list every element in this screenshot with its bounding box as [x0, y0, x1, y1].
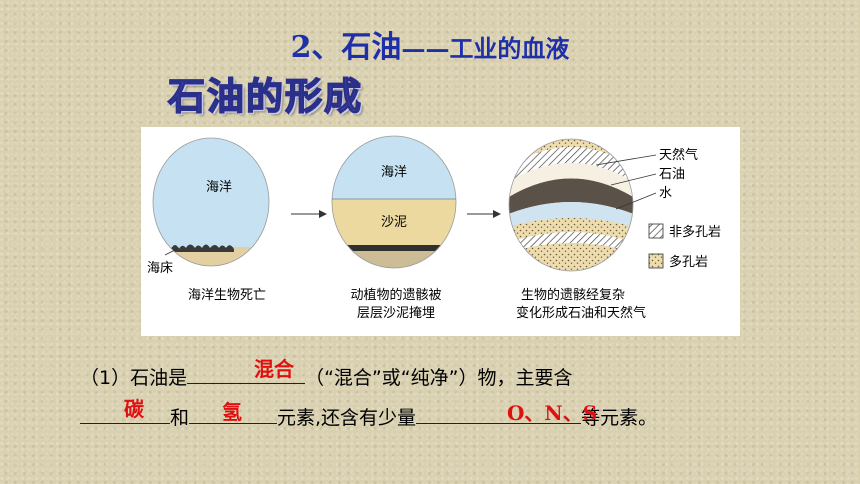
oil-gas-panel [509, 139, 633, 271]
arrow-2 [493, 210, 501, 218]
question-suffix: 等元素。 [581, 407, 658, 429]
caption-1: 海洋生物死亡 [188, 288, 266, 303]
answer-hydrogen: 氢 [222, 400, 242, 424]
question-line-1: （1）石油是 （“混合”或“纯净”）物，主要含 [80, 363, 572, 390]
blank-1[interactable] [187, 365, 306, 384]
sand-label: 沙泥 [381, 215, 407, 230]
title-sub: ——工业的血液 [401, 34, 570, 63]
arrow-1 [319, 210, 327, 218]
caption-3-line-2: 变化形成石油和天然气 [516, 305, 646, 321]
legend-porous-label: 多孔岩 [669, 254, 708, 270]
answer-mixture: 混合 [254, 357, 294, 381]
question-prefix: （1）石油是 [80, 367, 188, 389]
legend-nonporous-label: 非多孔岩 [669, 224, 721, 240]
burial-panel [332, 136, 456, 268]
answer-carbon: 碳 [124, 397, 144, 421]
blank-4[interactable] [416, 405, 582, 424]
legend-nonporous-swatch [648, 223, 664, 239]
oil-label: 石油 [659, 167, 685, 182]
blank-2[interactable] [80, 405, 170, 424]
ocean-label-1: 海洋 [206, 180, 232, 195]
question-mid-2: 元素,还含有少量 [277, 407, 417, 429]
question-line-2: 和 元素,还含有少量 等元素。 [80, 403, 657, 430]
blank-3[interactable] [189, 405, 278, 424]
caption-2-line-1: 动植物的遗骸被 [350, 287, 441, 303]
section-heading: 石油的形成 [167, 74, 363, 119]
caption-2-line-2: 层层沙泥掩埋 [357, 306, 435, 321]
caption-3-line-1: 生物的遗骸经复杂 [521, 287, 625, 303]
ocean-death-panel [153, 138, 269, 266]
answer-other-elements: O、N、S [507, 401, 598, 425]
title-main: 2、石油 [290, 30, 402, 65]
question-and: 和 [170, 407, 190, 429]
slide-title: 2、石油——工业的血液 [0, 22, 860, 66]
water-label: 水 [659, 186, 672, 201]
question-mid-1: （“混合”或“纯净”）物，主要含 [305, 367, 573, 389]
legend-porous-swatch [648, 253, 664, 269]
gas-label: 天然气 [659, 147, 698, 163]
seabed-label: 海床 [147, 261, 173, 276]
ocean-label-2: 海洋 [381, 165, 407, 180]
oil-formation-diagram: 海洋 海床 海洋生物死亡 海洋 沙泥 动植物的遗骸被 层层沙泥掩埋 [141, 127, 740, 336]
